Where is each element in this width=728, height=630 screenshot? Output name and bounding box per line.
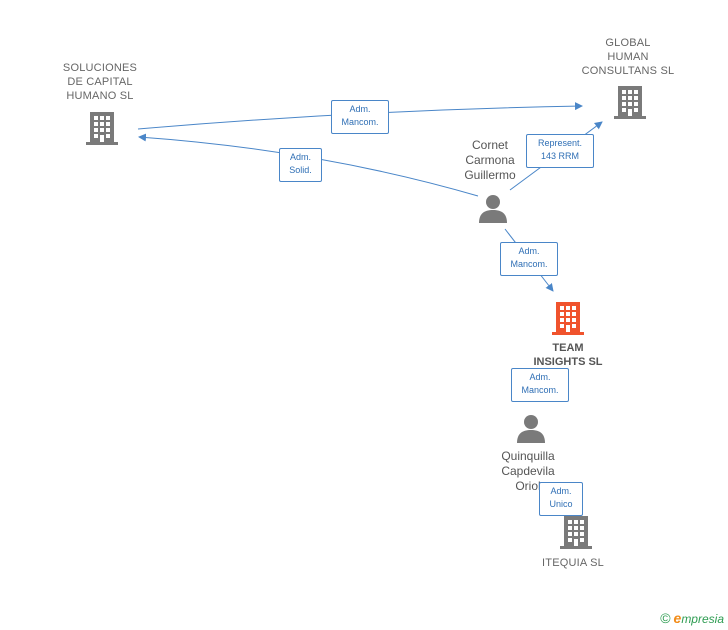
edge-label-adm-mancom-quinquilla[interactable]: Adm. Mancom. [511, 368, 569, 402]
person-icon-quinquilla[interactable] [517, 415, 545, 443]
empresia-logo[interactable]: empresia [674, 610, 724, 626]
footer-brand: © empresia [660, 610, 724, 626]
node-label-soluciones: SOLUCIONES DE CAPITAL HUMANO SL [62, 62, 138, 102]
person-icon-cornet[interactable] [479, 195, 507, 223]
edge-label-represent[interactable]: Represent. 143 RRM [526, 134, 594, 168]
brand-initial: e [673, 610, 682, 626]
brand-rest: mpresia [681, 612, 724, 626]
node-label-itequia: ITEQUIA SL [542, 557, 604, 569]
edge-label-adm-mancom-global[interactable]: Adm. Mancom. [331, 100, 389, 134]
building-icon-itequia[interactable] [560, 516, 592, 549]
copyright-icon: © [660, 610, 671, 626]
node-label-cornet: Cornet Carmona Guillermo [464, 138, 516, 182]
edge-label-adm-unico[interactable]: Adm. Unico [539, 482, 583, 516]
building-icon-soluciones[interactable] [86, 112, 118, 145]
node-label-team: TEAM INSIGHTS SL [533, 342, 603, 368]
node-label-global: GLOBAL HUMAN CONSULTANS SL [581, 37, 675, 77]
building-icon-team[interactable] [552, 302, 584, 335]
edge-label-adm-solid[interactable]: Adm. Solid. [279, 148, 322, 182]
node-label-quinquilla: Quinquilla Capdevila Oriol [501, 449, 555, 493]
building-icon-global[interactable] [614, 86, 646, 119]
edge-label-adm-mancom-team[interactable]: Adm. Mancom. [500, 242, 558, 276]
